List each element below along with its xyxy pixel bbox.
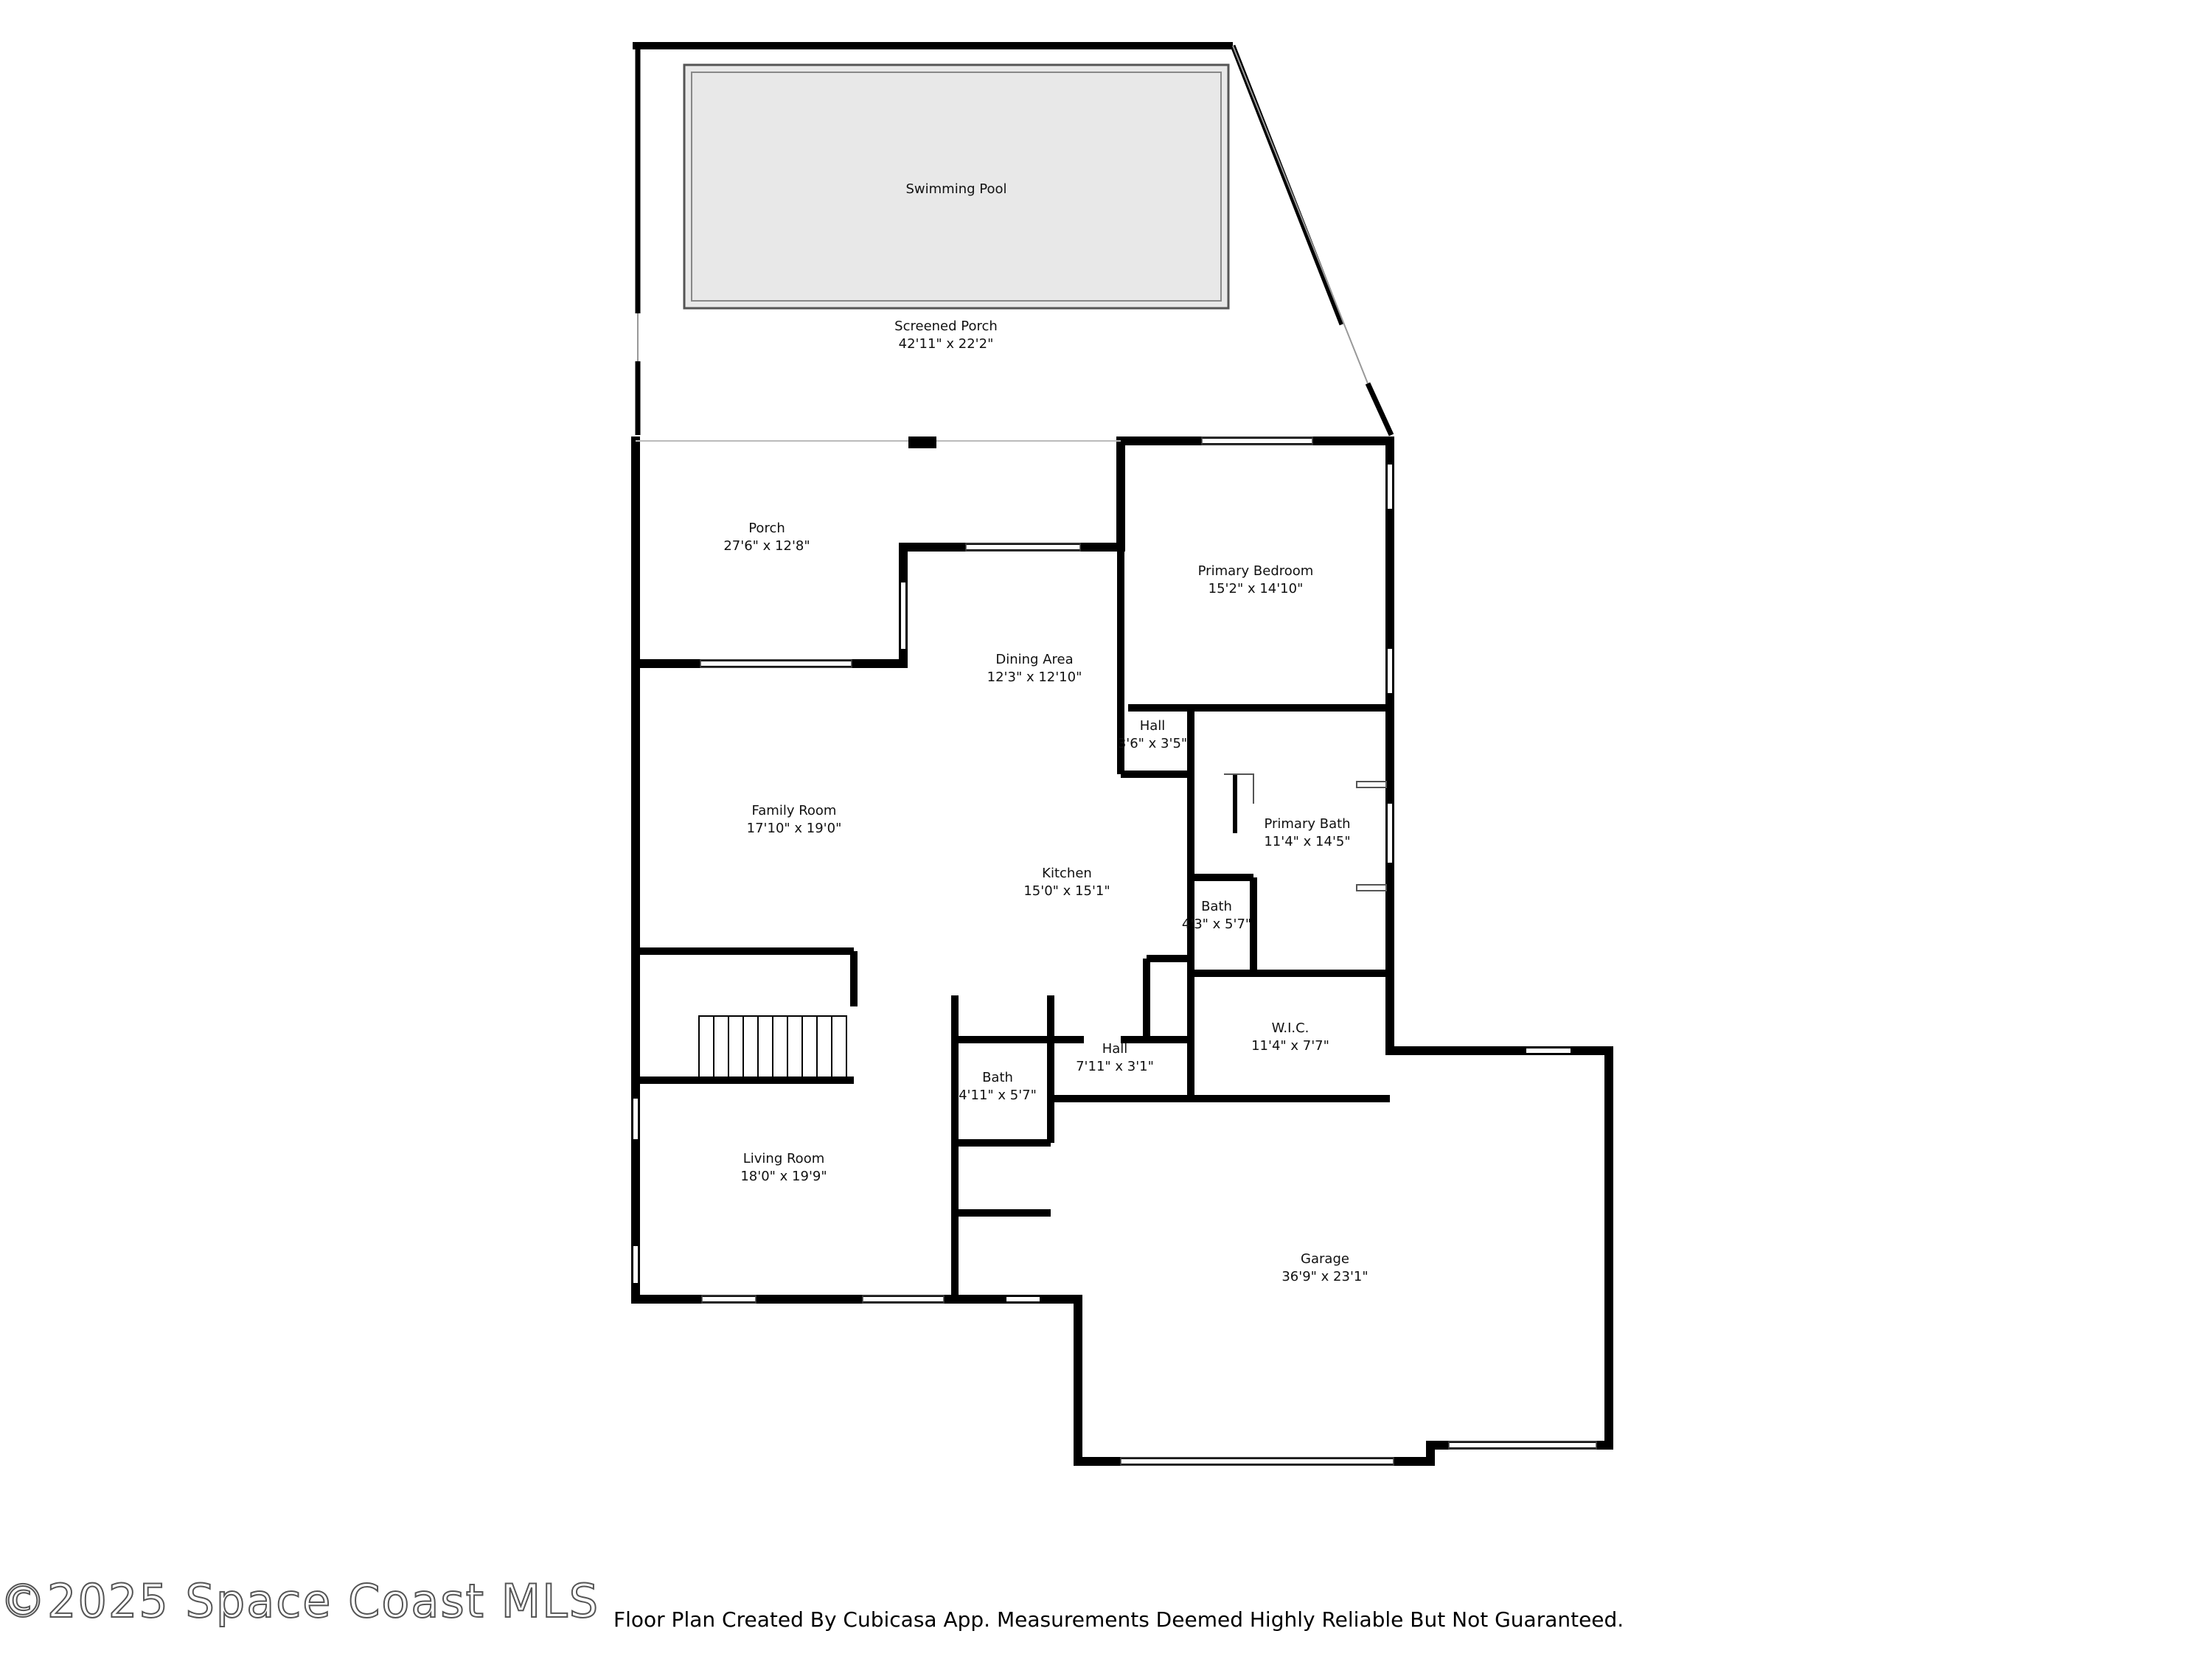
watermark: ©2025 Space Coast MLS: [0, 1573, 600, 1629]
wic-size: 11'4" x 7'7": [1251, 1038, 1329, 1054]
hall-lower-size: 7'11" x 3'1": [1076, 1059, 1154, 1074]
windows: [633, 439, 1596, 1464]
porch-size: 27'6" x 12'8": [723, 538, 810, 554]
dining-area-size: 12'3" x 12'10": [987, 669, 1082, 685]
kitchen-size: 15'0" x 15'1": [1023, 883, 1110, 899]
staircase: [698, 1015, 847, 1081]
porch-walls: [636, 437, 1121, 448]
primary-bedroom-size: 15'2" x 14'10": [1208, 581, 1304, 597]
bath-lower-size: 4'11" x 5'7": [959, 1088, 1037, 1103]
bath-small-name: Bath: [1201, 899, 1232, 914]
hall-upper-size: 3'6" x 3'5": [1118, 736, 1187, 751]
screened-porch-name: Screened Porch: [894, 319, 998, 334]
swimming-pool-inner-edge: [691, 72, 1222, 302]
swimming-pool: [683, 63, 1230, 310]
kitchen-name: Kitchen: [1042, 866, 1092, 881]
interior-walls: [636, 547, 1390, 1299]
window-frames: [700, 437, 1597, 1466]
living-room-name: Living Room: [743, 1151, 825, 1166]
screened-porch-screen-panels: [637, 45, 1368, 384]
hall-lower-name: Hall: [1102, 1041, 1128, 1057]
bath-small-size: 4'3" x 5'7": [1182, 917, 1251, 932]
garage-name: Garage: [1301, 1251, 1349, 1267]
primary-bath-size: 11'4" x 14'5": [1264, 834, 1350, 849]
room-labels: Swimming Pool Screened Porch 42'11" x 22…: [723, 181, 1368, 1284]
primary-bath-fixtures: [1224, 773, 1387, 891]
porch-name: Porch: [748, 521, 785, 536]
swimming-pool-name: Swimming Pool: [905, 181, 1006, 197]
hall-upper-name: Hall: [1140, 718, 1166, 734]
primary-bedroom-name: Primary Bedroom: [1198, 563, 1314, 579]
family-room-size: 17'10" x 19'0": [747, 821, 842, 836]
living-room-size: 18'0" x 19'9": [740, 1169, 827, 1184]
family-room-name: Family Room: [752, 803, 837, 818]
footer-disclaimer: Floor Plan Created By Cubicasa App. Meas…: [613, 1607, 1624, 1632]
dining-area-name: Dining Area: [995, 652, 1073, 667]
screened-porch-size: 42'11" x 22'2": [899, 336, 994, 352]
primary-bath-name: Primary Bath: [1264, 816, 1350, 832]
wic-name: W.I.C.: [1272, 1020, 1310, 1036]
bath-lower-name: Bath: [982, 1070, 1013, 1085]
garage-size: 36'9" x 23'1": [1281, 1269, 1368, 1284]
